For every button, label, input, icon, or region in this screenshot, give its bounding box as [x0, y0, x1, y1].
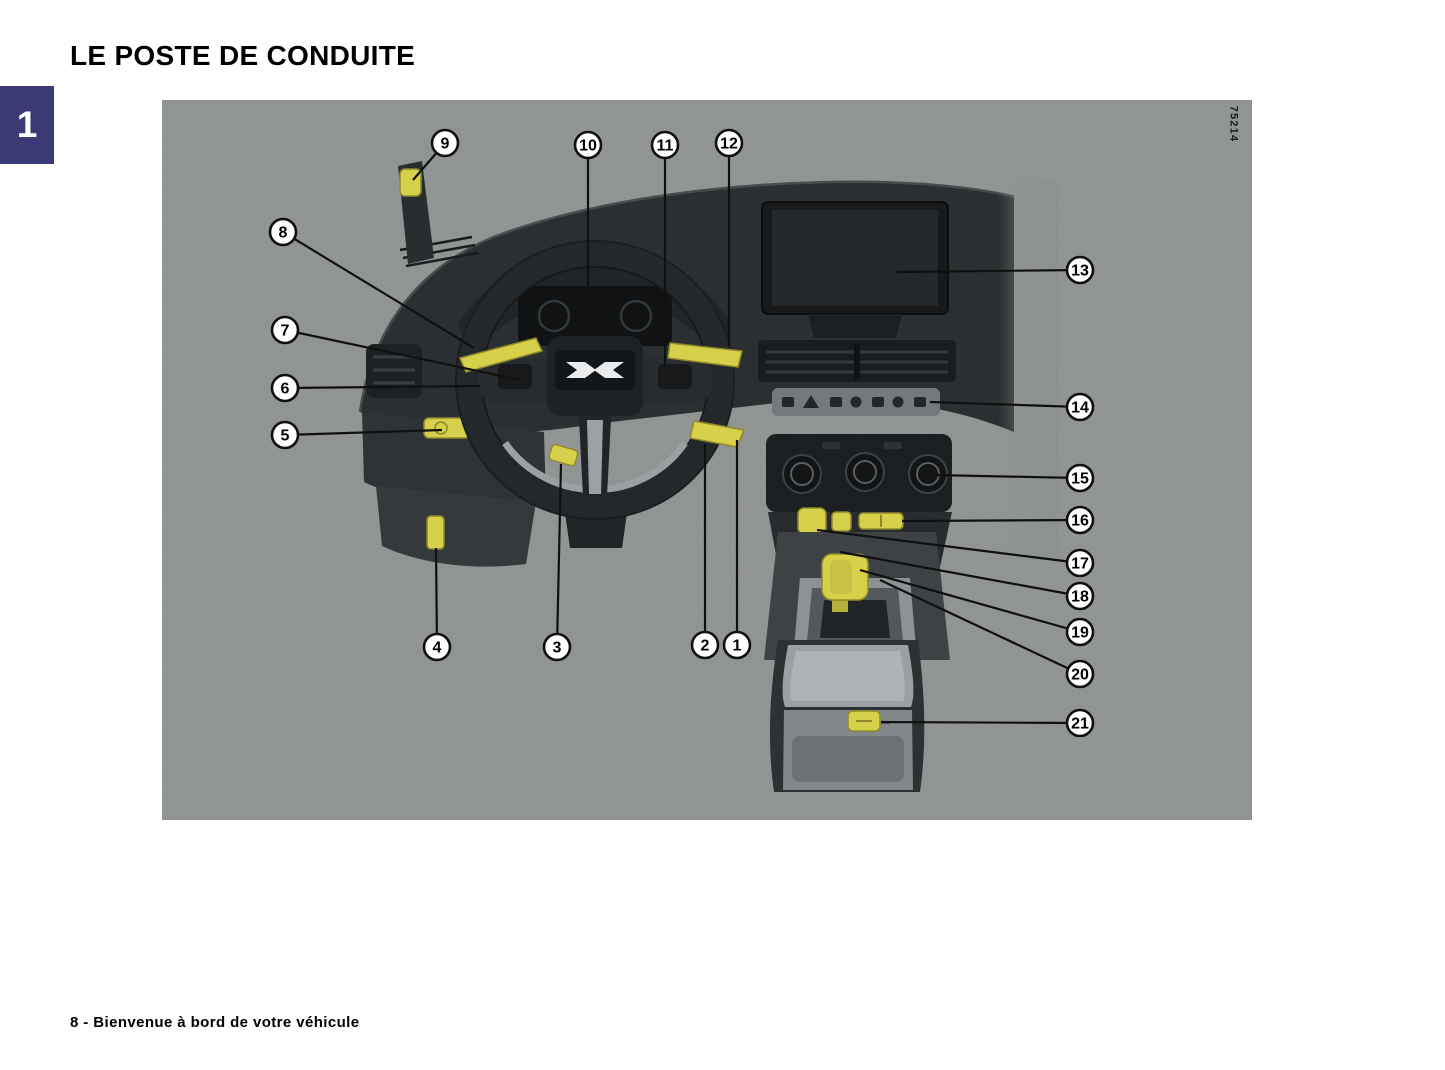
- callout-8: 8: [268, 217, 298, 247]
- callout-line-6: [284, 384, 481, 390]
- callout-line-7: [284, 328, 521, 382]
- callout-14: 14: [1065, 392, 1095, 422]
- callout-20: 20: [1065, 659, 1095, 689]
- callout-line-21: [880, 720, 1081, 725]
- svg-text:10: 10: [579, 138, 597, 155]
- right-stalk: [667, 342, 743, 368]
- svg-text:20: 20: [1071, 667, 1089, 684]
- svg-text:14: 14: [1071, 400, 1089, 417]
- callout-13: 13: [1065, 255, 1095, 285]
- svg-text:15: 15: [1071, 471, 1089, 488]
- callout-line-18: [839, 550, 1081, 598]
- lower-left-dash: [362, 412, 546, 567]
- callout-5: 5: [270, 420, 300, 450]
- callout-21: 21: [1065, 708, 1095, 738]
- interior-mirror-stalk: [398, 161, 434, 264]
- wheel-buttons-right: [658, 364, 692, 389]
- callout-2: 2: [690, 630, 720, 660]
- page-title: LE POSTE DE CONDUITE: [70, 40, 416, 71]
- callout-12: 12: [714, 128, 744, 158]
- svg-text:21: 21: [1071, 716, 1089, 733]
- center-armrest: [769, 640, 925, 792]
- callout-15: 15: [1065, 463, 1095, 493]
- callout-11: 11: [650, 130, 680, 160]
- svg-text:18: 18: [1071, 589, 1089, 606]
- steering-wheel: [455, 240, 735, 520]
- callout-line-17: [816, 528, 1081, 565]
- wheel-buttons-left: [498, 364, 532, 389]
- dacia-logo: [566, 362, 624, 378]
- callout-19: 19: [1065, 617, 1095, 647]
- svg-text:4: 4: [433, 640, 442, 657]
- svg-text:11: 11: [657, 138, 674, 155]
- touchscreen: [761, 201, 949, 338]
- svg-text:19: 19: [1071, 625, 1089, 642]
- callout-line-20: [879, 579, 1081, 675]
- callout-line-19: [859, 568, 1081, 634]
- svg-text:8: 8: [279, 225, 288, 242]
- cockpit-illustration: [162, 100, 1252, 820]
- callout-9: 9: [430, 128, 460, 158]
- console-controls: [797, 507, 904, 535]
- callout-line-15: [931, 473, 1081, 480]
- svg-text:5: 5: [281, 428, 290, 445]
- svg-text:7: 7: [281, 323, 290, 340]
- callout-10: 10: [573, 130, 603, 160]
- page-footer: 8 - Bienvenue à bord de votre véhicule: [70, 1014, 359, 1031]
- svg-text:9: 9: [441, 136, 450, 153]
- control-stalks: [458, 337, 746, 467]
- callout-17: 17: [1065, 548, 1095, 578]
- callout-3: 3: [542, 632, 572, 662]
- switch-strip: [772, 388, 940, 416]
- footer-text: 8 - Bienvenue à bord de votre véhicule: [70, 1014, 360, 1031]
- svg-text:1: 1: [733, 638, 742, 655]
- callout-line-3: [555, 463, 563, 648]
- callout-line-14: [929, 400, 1081, 409]
- callout-line-4: [434, 547, 439, 648]
- center-stack: [758, 201, 956, 576]
- svg-text:2: 2: [701, 638, 710, 655]
- callout-line-13: [896, 268, 1081, 274]
- callout-line-8: [282, 231, 475, 349]
- callout-7: 7: [270, 315, 300, 345]
- svg-text:16: 16: [1071, 513, 1089, 530]
- svg-text:12: 12: [720, 136, 738, 153]
- climate-panel: [766, 434, 952, 512]
- callout-16: 16: [1065, 505, 1095, 535]
- callout-1: 1: [722, 630, 752, 660]
- callout-4: 4: [422, 632, 452, 662]
- svg-text:13: 13: [1071, 263, 1089, 280]
- chapter-tab: 1: [0, 86, 54, 164]
- callout-line-5: [284, 428, 443, 437]
- svg-text:3: 3: [553, 640, 562, 657]
- figure-reference-number: 75214: [1228, 105, 1240, 143]
- photo-fade: [998, 180, 1058, 560]
- callout-6: 6: [270, 373, 300, 403]
- svg-text:6: 6: [281, 381, 290, 398]
- callout-line-16: [901, 518, 1081, 523]
- chapter-number: 1: [16, 104, 38, 145]
- svg-text:17: 17: [1071, 556, 1089, 573]
- callout-18: 18: [1065, 581, 1095, 611]
- wheel-adjust-lever: [548, 443, 579, 467]
- center-air-vents: [758, 340, 956, 382]
- hazard-icon: [803, 395, 819, 408]
